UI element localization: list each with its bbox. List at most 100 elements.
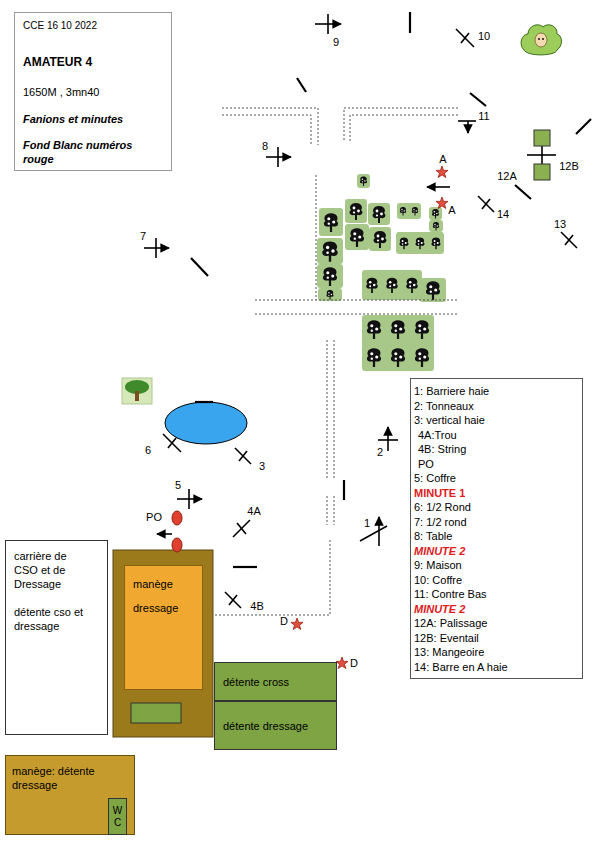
- fence-line: [576, 119, 591, 134]
- flag-star: [336, 657, 348, 669]
- tree-icon: [415, 237, 424, 249]
- tree-icon: [324, 213, 338, 232]
- fence-line: [233, 566, 257, 568]
- tree-icon: [433, 222, 439, 231]
- track-dotted: [344, 108, 458, 142]
- jump-symbol: [144, 247, 169, 249]
- tree-ground: [396, 232, 444, 254]
- tree-icon: [366, 278, 378, 293]
- jump-symbol: [561, 232, 577, 248]
- list-item: 12B: Eventail: [414, 631, 578, 646]
- tree-block: [369, 227, 391, 251]
- tree-block: [317, 238, 343, 264]
- jump-symbol: [315, 23, 341, 25]
- list-item: 6: 1/2 Rond: [414, 500, 578, 515]
- jump-symbol: [427, 186, 450, 188]
- heading: AMATEUR 4: [23, 55, 163, 69]
- tree-block: [420, 278, 446, 302]
- tree-icon: [415, 320, 429, 339]
- start-post: [172, 511, 182, 552]
- bush-icon: [542, 38, 544, 40]
- fence-line: [343, 480, 345, 500]
- callout-number: 4A: [247, 505, 260, 517]
- fan-obstacle: [534, 130, 550, 146]
- jump-symbol: [467, 121, 469, 133]
- obstacle-list: 1: Barriere haie2: Tonneaux3: vertical h…: [410, 378, 583, 679]
- tree-ground: [318, 288, 342, 301]
- jump-symbol: [458, 120, 476, 122]
- tree-block: [429, 220, 443, 232]
- tree-icon: [432, 209, 439, 218]
- arena-block: [131, 703, 181, 723]
- tree-icon: [426, 281, 440, 300]
- tree-ground: [429, 220, 443, 232]
- tree-area: [317, 174, 446, 371]
- fence-line: [409, 12, 411, 33]
- tree-ground: [369, 227, 391, 251]
- fence-line: [297, 78, 306, 92]
- tree-ground: [429, 207, 442, 220]
- tree-block: [318, 288, 342, 301]
- tree-block: [362, 315, 434, 371]
- list-item: 3: vertical haie: [414, 413, 578, 428]
- tree-picture: [122, 378, 152, 404]
- list-item: MINUTE 2: [414, 544, 578, 559]
- tree-ground: [368, 203, 390, 225]
- tree-block: [396, 232, 444, 254]
- bush-icon: [521, 25, 561, 55]
- warmup-box: détente cross: [214, 662, 337, 701]
- track-dotted: [222, 108, 318, 145]
- callout-number: 12A: [497, 170, 517, 182]
- list-item: 13: Mangeoire: [414, 645, 578, 660]
- tree-icon: [350, 203, 363, 220]
- callout-number: 12B: [559, 160, 579, 172]
- flag-star: [291, 618, 303, 630]
- track-dotted: [327, 496, 328, 525]
- tree-ground: [362, 315, 434, 371]
- box-label: Fanions et minutes: [23, 112, 163, 126]
- callout-number: 11: [478, 110, 489, 122]
- callout-number: D: [280, 615, 288, 627]
- box-label: CCE 16 10 2022: [23, 19, 163, 33]
- box-label: 1650M , 3mn40: [23, 85, 163, 99]
- tree-icon: [326, 290, 333, 299]
- track-dotted: [316, 175, 317, 300]
- track-dotted: [334, 340, 335, 478]
- tree-icon: [323, 267, 337, 286]
- callout-number: 14: [497, 208, 509, 220]
- track-dotted: [255, 314, 458, 315]
- jump-symbol: [168, 438, 176, 448]
- box-label: carrière de CSO et de Dressage: [14, 549, 76, 591]
- toilet-box: W C: [108, 798, 127, 835]
- info-box: CCE 16 10 2022AMATEUR 4 1650M , 3mn40Fani…: [14, 12, 172, 171]
- box-label: détente cross: [223, 675, 328, 689]
- tree-icon: [322, 241, 337, 261]
- tree-ground: [357, 174, 370, 188]
- fence-line: [515, 185, 531, 199]
- box-label: Fond Blanc numéros rouge: [23, 138, 141, 166]
- bush-icon: [535, 33, 547, 47]
- tree-ground: [317, 264, 343, 288]
- box-label: détente cso et dressage: [14, 605, 96, 633]
- jump-symbol: [565, 235, 573, 245]
- tree-icon: [431, 237, 440, 249]
- callout-number: 3: [259, 460, 265, 472]
- tree-icon: [391, 320, 405, 339]
- jump-symbol: [177, 498, 202, 500]
- arena-box: manège dressage: [124, 565, 203, 690]
- list-item: 2: Tonneaux: [414, 399, 578, 414]
- area-box: carrière de CSO et de Dressage détente cs…: [5, 540, 108, 735]
- list-item: 14: Barre en A haie: [414, 660, 578, 675]
- callout-number: 10: [478, 30, 490, 42]
- callout-number: 9: [333, 36, 339, 48]
- start-post: [172, 538, 182, 552]
- arena-ground: [113, 550, 213, 737]
- arena-box: manège: détente dressageW C: [5, 755, 135, 835]
- callout-number: 13: [554, 218, 566, 230]
- jump-symbol: [461, 33, 469, 43]
- tree-block: [397, 203, 421, 219]
- tree-icon: [367, 320, 381, 339]
- fan-obstacle: [527, 130, 556, 180]
